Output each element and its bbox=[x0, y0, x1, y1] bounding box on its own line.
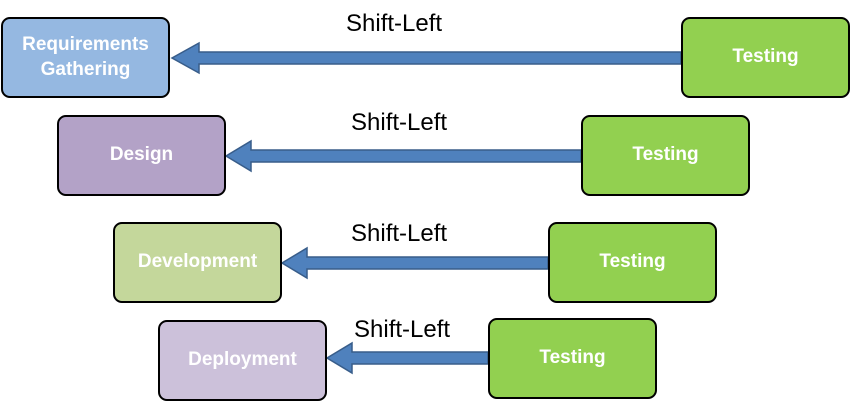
stage-box-development: Development bbox=[113, 222, 282, 303]
shift-left-arrow bbox=[280, 246, 549, 280]
testing-label: Testing bbox=[632, 144, 699, 166]
testing-box: Testing bbox=[581, 115, 750, 196]
testing-label: Testing bbox=[539, 347, 606, 369]
stage-label: Design bbox=[109, 144, 174, 166]
stage-label: Requirements Gathering bbox=[22, 33, 149, 80]
testing-box: Testing bbox=[548, 222, 717, 303]
shift-left-arrow bbox=[224, 139, 582, 173]
shift-left-arrow bbox=[170, 41, 682, 75]
shift-left-label: Shift-Left bbox=[346, 10, 443, 37]
shift-left-label: Shift-Left bbox=[351, 220, 448, 247]
testing-label: Testing bbox=[732, 46, 799, 68]
shift-left-arrow bbox=[325, 341, 489, 375]
stage-box-design: Design bbox=[57, 115, 226, 196]
testing-box: Testing bbox=[488, 318, 657, 399]
testing-label: Testing bbox=[599, 251, 666, 273]
testing-box: Testing bbox=[681, 17, 850, 98]
stage-label: Deployment bbox=[188, 349, 297, 371]
stage-box-requirements-gathering: Requirements Gathering bbox=[1, 17, 170, 98]
shift-left-label: Shift-Left bbox=[354, 316, 451, 343]
stage-label: Development bbox=[137, 251, 258, 273]
stage-box-deployment: Deployment bbox=[158, 320, 327, 401]
shift-left-label: Shift-Left bbox=[351, 109, 448, 136]
